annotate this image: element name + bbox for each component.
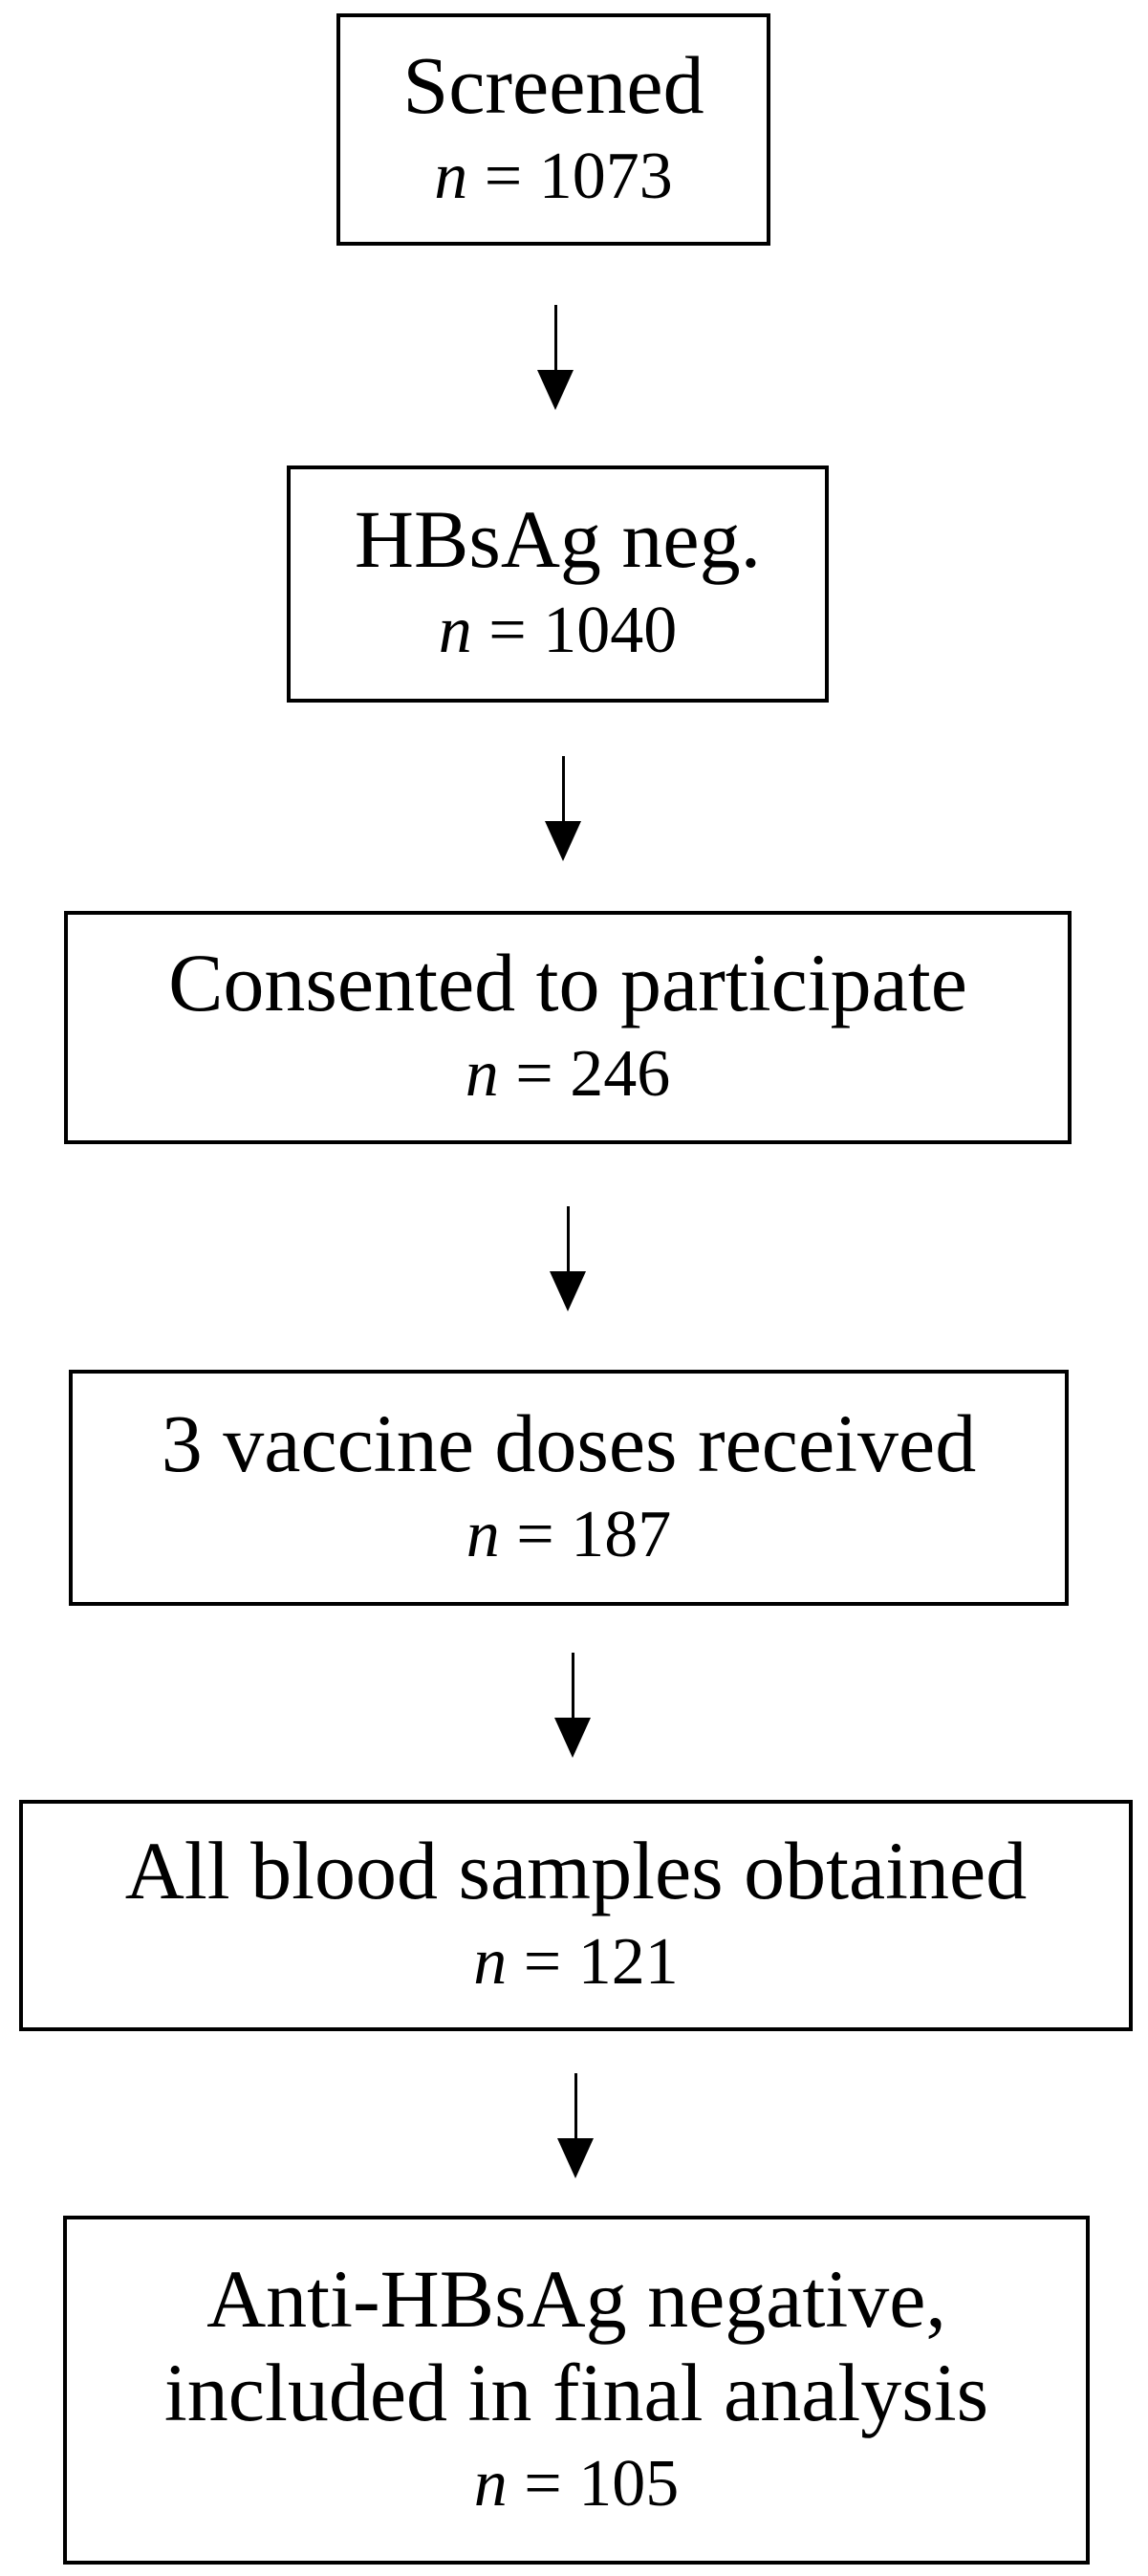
arrow-shaft (571, 1653, 574, 1718)
flow-box-hbsag-negative: HBsAg neg. n = 1040 (287, 465, 829, 703)
box-label: HBsAg neg. (354, 493, 762, 585)
n-value: = 105 (507, 2446, 680, 2521)
flow-box-screened: Screened n = 1073 (336, 13, 770, 246)
box-label: included in final analysis (163, 2346, 989, 2438)
n-value: = 1040 (471, 594, 678, 667)
box-count: n = 1040 (439, 586, 677, 676)
arrow-head (545, 821, 581, 861)
n-value: = 187 (499, 1497, 672, 1571)
box-label: All blood samples obtained (124, 1825, 1028, 1916)
down-arrow-icon (545, 756, 581, 861)
n-value: = 121 (507, 1925, 679, 1999)
arrow-head (537, 370, 574, 410)
n-symbol: n (434, 139, 468, 213)
flow-box-consented: Consented to participate n = 246 (64, 911, 1072, 1144)
down-arrow-icon (537, 305, 574, 410)
down-arrow-icon (557, 2073, 594, 2178)
box-label: Anti-HBsAg negative, (206, 2252, 946, 2345)
box-count: n = 246 (466, 1029, 670, 1119)
box-label: Screened (402, 38, 704, 131)
box-label: 3 vaccine doses received (161, 1396, 977, 1489)
box-count: n = 105 (474, 2439, 679, 2529)
box-count: n = 1073 (434, 132, 672, 222)
flow-box-final-analysis: Anti-HBsAg negative, included in final a… (63, 2216, 1090, 2565)
n-symbol: n (473, 1925, 508, 1999)
n-value: = 1073 (467, 139, 673, 213)
arrow-shaft (566, 1206, 570, 1271)
down-arrow-icon (550, 1206, 586, 1311)
down-arrow-icon (554, 1653, 591, 1758)
flow-box-three-doses: 3 vaccine doses received n = 187 (69, 1370, 1069, 1606)
arrow-shaft (553, 305, 557, 370)
n-symbol: n (473, 2446, 508, 2521)
arrow-head (557, 2138, 594, 2178)
box-count: n = 187 (466, 1490, 671, 1580)
arrow-shaft (561, 756, 565, 821)
box-count: n = 121 (473, 1917, 678, 2007)
n-symbol: n (466, 1497, 500, 1571)
n-symbol: n (438, 594, 472, 667)
n-symbol: n (465, 1037, 499, 1111)
arrow-head (550, 1271, 586, 1311)
n-value: = 246 (498, 1037, 671, 1111)
arrow-head (554, 1718, 591, 1758)
arrow-shaft (574, 2073, 577, 2138)
box-label: Consented to participate (168, 937, 967, 1028)
flow-box-blood-samples: All blood samples obtained n = 121 (19, 1800, 1133, 2031)
